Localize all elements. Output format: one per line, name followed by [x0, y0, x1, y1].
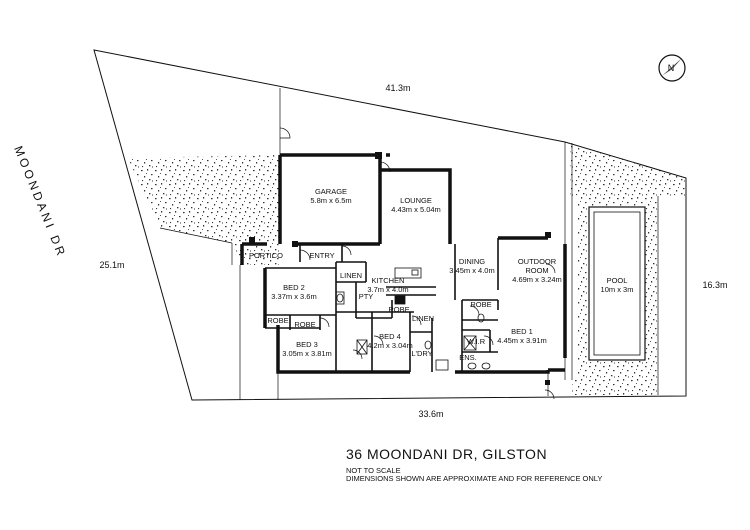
boundary-left: 25.1m [99, 260, 124, 270]
pty-label: PTY [359, 292, 374, 301]
pool-size: 10m x 3m [601, 285, 634, 294]
boundary-right: 16.3m [702, 280, 727, 290]
robe-label-bed3: ROBE [294, 320, 315, 329]
fixtures [335, 267, 491, 371]
dining-name: DINING [459, 257, 485, 266]
bed1-name: BED 1 [511, 327, 533, 336]
posts [249, 152, 551, 385]
linen-label-1: LINEN [340, 271, 362, 280]
lounge-size: 4.43m x 5.04m [391, 205, 441, 214]
pool-outline [588, 206, 646, 361]
street-name: MOONDANI DR [11, 144, 69, 260]
lot-boundary [93, 49, 687, 401]
boundary-top: 41.3m [385, 83, 410, 93]
svg-text:N: N [668, 63, 675, 73]
bed4-size: 4.2m x 3.04m [367, 341, 412, 350]
ldry-label: L'DRY [411, 349, 432, 358]
outdoor-name-2: ROOM [525, 266, 548, 275]
scale-note: NOT TO SCALE [346, 466, 401, 475]
garden-bed-front [128, 155, 280, 265]
kitchen-size: 3.7m x 4.0m [367, 285, 408, 294]
outdoor-name-1: OUTDOOR [518, 257, 557, 266]
portico-label: PORTICO [249, 251, 283, 260]
property-address: 36 MOONDANI DR, GILSTON [346, 446, 548, 462]
bed4-name: BED 4 [379, 332, 401, 341]
garage-size: 5.8m x 6.5m [310, 196, 351, 205]
bed3-size: 3.05m x 3.81m [282, 349, 332, 358]
north-compass-icon: N [658, 54, 686, 82]
kitchen-name: KITCHEN [372, 276, 405, 285]
door-swings [279, 127, 556, 400]
ens-label: ENS. [459, 353, 477, 362]
wir-label: W.I.R [467, 337, 486, 346]
dining-size: 3.45m x 4.0m [449, 266, 494, 275]
bed1-size: 4.45m x 3.91m [497, 336, 547, 345]
robe-label-bed1: ROBE [470, 300, 491, 309]
linen-label-2: LINEN [412, 314, 434, 323]
dimensions-disclaimer: DIMENSIONS SHOWN ARE APPROXIMATE AND FOR… [346, 474, 603, 483]
boundary-bottom: 33.6m [418, 409, 443, 419]
bed3-name: BED 3 [296, 340, 318, 349]
entry-label: ENTRY [309, 251, 334, 260]
robe-label-kitchen: ROBE [388, 305, 409, 314]
bed2-name: BED 2 [283, 283, 305, 292]
robe-label-bed2: ROBE [267, 316, 288, 325]
lounge-name: LOUNGE [400, 196, 432, 205]
garage-name: GARAGE [315, 187, 347, 196]
exterior-walls [240, 153, 567, 374]
bed2-size: 3.37m x 3.6m [271, 292, 316, 301]
outdoor-size: 4.69m x 3.24m [512, 275, 562, 284]
interior-walls [265, 238, 499, 372]
pool-water-edge [593, 211, 641, 356]
pool-name: POOL [607, 276, 628, 285]
